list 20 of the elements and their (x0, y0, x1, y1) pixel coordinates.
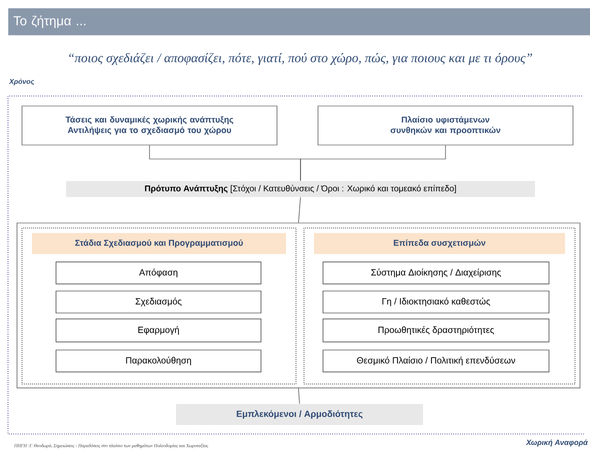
item-box: Γη / Ιδιοκτησιακό καθεστώς (322, 290, 550, 314)
item-box: Προωθητικές δραστηριότητες (322, 318, 550, 342)
text-box: Πλαίσιο υφιστάμενων συνθηκών και προοπτικών (318, 106, 574, 146)
item-box: Θεσμικό Πλαίσιο / Πολιτική επενδύσεων (322, 350, 550, 372)
heading-band: Επίπεδα συσχετισμών (314, 233, 565, 254)
item-box: Σύστημα Διοίκησης / Διαχείρισης (322, 262, 550, 284)
item-box: Σχεδιασμός (56, 290, 262, 314)
item-box: Εφαρμογή (56, 318, 262, 342)
quote: “ποιος σχεδιάζει / αποφασίζει, πότε, γιατί, πού στο χώρο, πώς, για ποιους και με τι όρους” (69, 53, 532, 65)
container-box (16, 222, 580, 388)
title-bar: Το ζήτημα ... (8, 8, 590, 36)
band: Πρότυπο Ανάπτυξης [Στόχοι / Κατευθύνσεις / Όροι : Χωρικό και τομεακό επίπεδο] (66, 181, 535, 197)
connector-line (300, 144, 446, 182)
connector-line (298, 388, 300, 404)
text-box: Τάσεις και δυναμικές χωρικής ανάπτυξης Αντιλήψεις για το σχεδιασμό του χώρου (22, 106, 278, 146)
band: Εμπλεκόμενοι / Αρμοδιότητες (176, 404, 423, 425)
item-box: Απόφαση (56, 262, 262, 284)
connector-line (298, 196, 301, 223)
item-box: Παρακολούθηση (56, 350, 262, 372)
heading-band: Στάδια Σχεδιασμού και Προγραμματισμού (32, 233, 286, 254)
